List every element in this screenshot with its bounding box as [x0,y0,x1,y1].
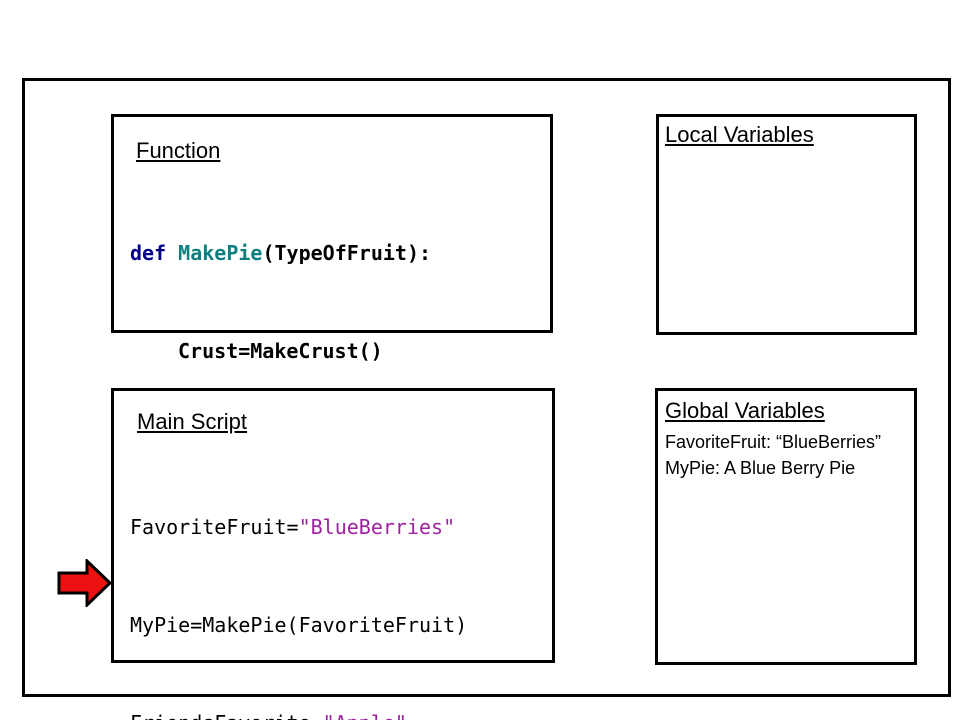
keyword-def: def [130,241,179,265]
red-arrow-shape [57,559,112,607]
code-line-mypie: MyPie=MakePie(FavoriteFruit) [130,613,468,637]
global-variable-entry: FavoriteFruit: “BlueBerries” [665,432,882,452]
function-box: Function def MakePie(TypeOfFruit): Crust… [111,114,553,501]
global-variables-title: Global Variables [665,398,825,423]
def-line-args: (TypeOfFruit): [262,241,432,265]
code-line-def: def MakePie(TypeOfFruit): [130,242,503,265]
assignment-code: FriendsFavorite= [130,711,323,720]
local-variables-title: Local Variables [665,122,814,147]
function-box-title: Function [136,138,221,163]
local-variables-box: Local Variables [656,114,917,335]
main-script-box: Main Script FavoriteFruit="BlueBerries" … [111,388,555,720]
code-line-friendsfavorite: FriendsFavorite="Apple" [130,712,551,720]
red-arrow-icon [57,559,112,607]
global-variables-box: Global Variables FavoriteFruit: “BlueBer… [655,388,917,665]
code-line-crust: Crust=MakeCrust() [178,339,383,363]
assignment-code: FavoriteFruit= [130,515,299,539]
function-name: MakePie [178,241,263,265]
main-script-code: FavoriteFruit="BlueBerries" MyPie=MakePi… [130,470,551,720]
global-variable-entry: MyPie: A Blue Berry Pie [665,458,856,478]
global-variables-entries: FavoriteFruit: “BlueBerries” MyPie: A Bl… [665,429,881,481]
string-literal: "BlueBerries" [298,515,456,539]
string-literal: "Apple" [323,711,407,720]
code-line-favoritefruit: FavoriteFruit="BlueBerries" [130,516,551,539]
main-script-title: Main Script [137,409,248,434]
